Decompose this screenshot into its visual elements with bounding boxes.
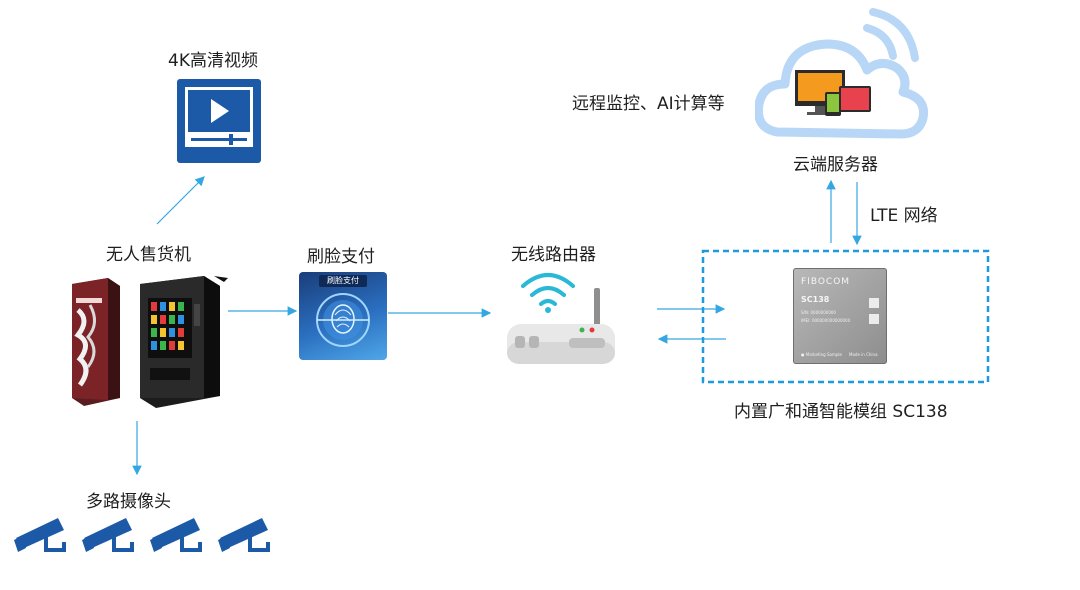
remote-label: 远程监控、AI计算等	[572, 94, 725, 114]
face-pay-panel: 刷脸支付	[299, 272, 387, 360]
tablet-icon	[839, 86, 871, 112]
cctv-camera-icon	[82, 518, 134, 552]
signal-icon	[521, 273, 575, 306]
module-dashed-box	[701, 249, 990, 384]
module-label: 内置广和通智能模组 SC138	[734, 402, 948, 422]
chip-line1: S/N: 0000000000	[801, 310, 836, 315]
face-pay-panel-title: 刷脸支付	[319, 275, 367, 287]
module-chip: FIBOCOM SC138 S/N: 0000000000 IMEI: 0000…	[793, 268, 887, 364]
lte-label: LTE 网络	[870, 206, 938, 226]
wifi-router-icon	[507, 273, 615, 364]
chip-brand: FIBOCOM	[801, 277, 851, 287]
cloud-label: 云端服务器	[793, 155, 878, 175]
face-pay-label: 刷脸支付	[307, 247, 375, 267]
chip-footer-left: ● Marketing Sample	[801, 352, 842, 357]
vending-label: 无人售货机	[106, 245, 191, 265]
cloud-server-icon	[755, 8, 929, 139]
cctv-camera-icon	[150, 518, 202, 552]
video-label: 4K高清视频	[168, 51, 258, 71]
arrow-vending-to-video	[156, 176, 205, 225]
video-player-icon	[177, 79, 261, 163]
face-scan-icon	[316, 293, 370, 347]
phone-icon	[825, 92, 841, 116]
cctv-camera-icon	[218, 518, 270, 552]
cctv-camera-icon	[14, 518, 66, 552]
chip-footer-right: Made in China	[849, 352, 878, 357]
router-label: 无线路由器	[511, 245, 596, 265]
chip-line2: IMEI: 000000000000000	[801, 318, 851, 323]
camera-group	[14, 518, 270, 552]
chip-qr-code	[869, 298, 879, 308]
vending-machine-icon	[72, 276, 228, 408]
chip-qr-code-2	[869, 314, 879, 324]
chip-model: SC138	[801, 295, 830, 304]
cameras-label: 多路摄像头	[86, 492, 171, 512]
